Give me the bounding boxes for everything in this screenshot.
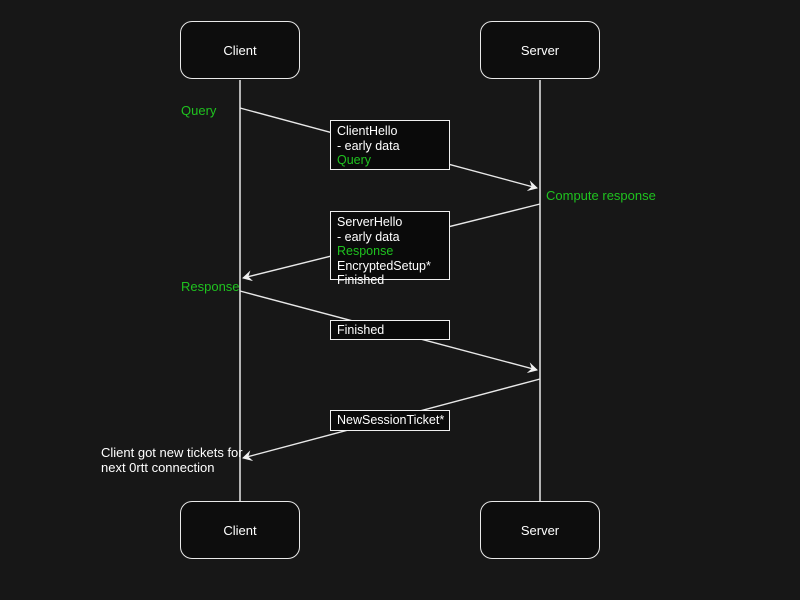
actor-server-top: Server [480, 21, 600, 79]
label-compute-response: Compute response [546, 188, 656, 203]
message-line: EncryptedSetup* [337, 258, 431, 273]
actor-client-top: Client [180, 21, 300, 79]
message-line: - early data [337, 229, 400, 244]
actor-server-top-label: Server [520, 42, 560, 58]
message-line: - early data [337, 138, 400, 153]
message-clienthello: ClientHello - early data Query [330, 120, 450, 170]
message-line-highlight: Response [337, 244, 394, 259]
message-line: ClientHello [337, 124, 398, 138]
message-serverhello: ServerHello - early data Response Encryp… [330, 211, 450, 287]
note-new-tickets: Client got new tickets for next 0rtt con… [101, 445, 243, 475]
message-line: Finished [337, 323, 385, 337]
actor-client-bottom: Client [180, 501, 300, 559]
message-line-highlight: Query [337, 153, 372, 168]
actor-server-bottom-label: Server [520, 522, 560, 538]
actor-client-top-label: Client [223, 42, 257, 58]
message-line: Finished [337, 273, 385, 288]
message-line: ServerHello [337, 215, 403, 229]
actor-client-bottom-label: Client [223, 522, 257, 538]
actor-server-bottom: Server [480, 501, 600, 559]
message-finished: Finished [330, 320, 450, 340]
message-newsessionticket: NewSessionTicket* [330, 410, 450, 431]
label-response: Response [181, 279, 240, 294]
label-query: Query [181, 103, 217, 118]
note-line: next 0rtt connection [101, 460, 215, 475]
note-line: Client got new tickets for [101, 445, 243, 460]
message-line: NewSessionTicket* [337, 413, 445, 427]
